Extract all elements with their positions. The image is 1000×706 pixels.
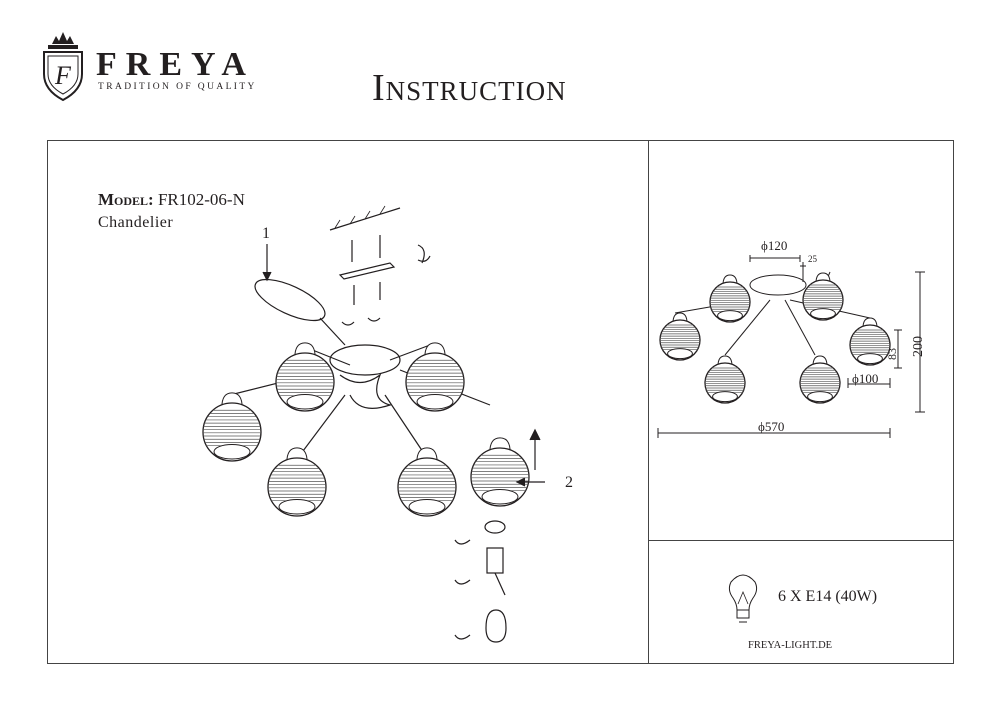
model-line: Model: FR102-06-N [98,190,245,210]
glass-shade [799,355,841,404]
glass-shade [405,342,465,412]
assembly-diagram: 1 2 [202,205,573,643]
product-type: Chandelier [98,214,174,231]
divider-horizontal [648,540,954,541]
dim-canopy-height: 25 [808,254,818,264]
freya-logo-crest: F [43,32,83,102]
svg-text:2: 2 [565,474,573,491]
glass-shade [849,317,891,366]
dimension-drawing: ϕ120 25 83 200 ϕ100 ϕ570 [657,238,926,438]
glass-shade [202,392,262,462]
glass-shade [709,274,751,323]
glass-shade [397,447,457,517]
svg-text:F: F [54,61,72,90]
website: FREYA-LIGHT.DE [748,640,833,651]
dim-shade-diameter: ϕ100 [852,371,878,386]
model-label: Model: [98,190,154,209]
glass-shade [275,342,335,412]
dim-total-height: 200 [911,336,926,357]
page-title: Instruction [372,67,567,109]
brand-tagline: TRADITION OF QUALITY [98,82,257,92]
dim-shade-height: 83 [885,348,899,360]
divider-vertical [648,140,649,664]
brand-name: FREYA [96,46,255,83]
dim-total-diameter: ϕ570 [758,419,784,434]
svg-text:1: 1 [262,225,270,242]
glass-shade [659,312,701,361]
bulb-spec: 6 X E14 (40W) [778,588,878,605]
glass-shade [470,437,530,507]
content-frame [47,140,954,664]
glass-shade [802,272,844,321]
model-number: FR102-06-N [157,190,245,209]
dim-canopy-diameter: ϕ120 [761,238,787,253]
glass-shade [704,355,746,404]
glass-shade [267,447,327,517]
light-bulb-icon [728,574,758,623]
